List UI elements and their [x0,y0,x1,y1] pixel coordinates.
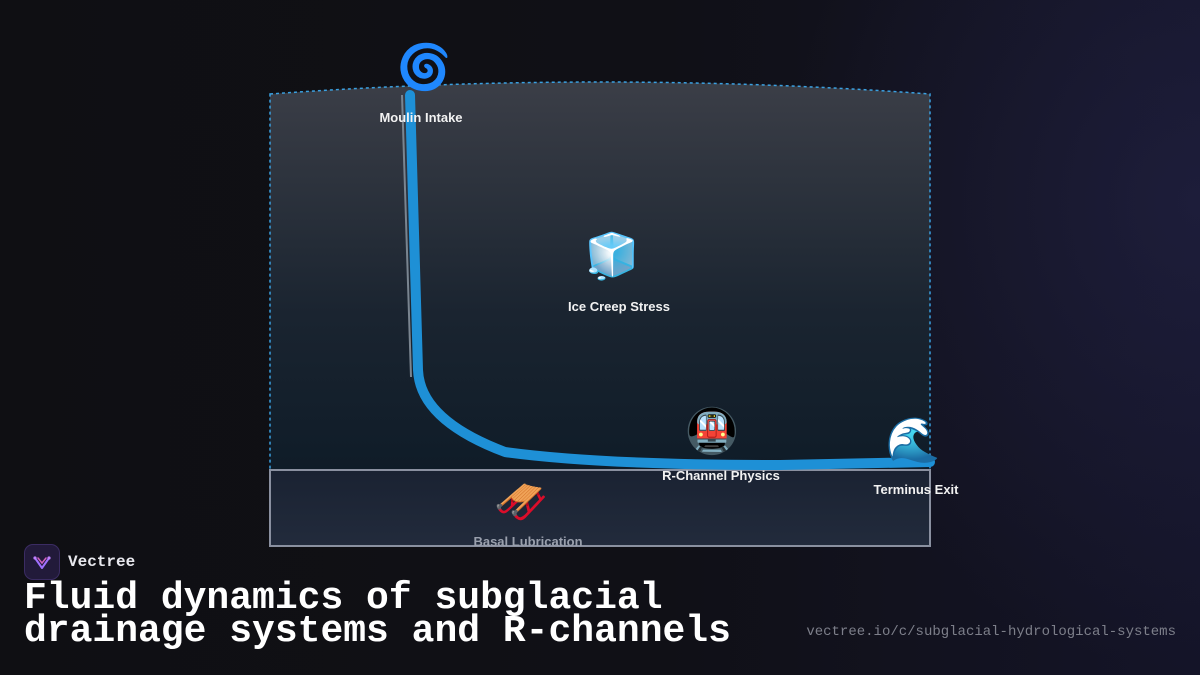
cyclone-icon: 🌀 [396,42,452,93]
terminus-exit-label: Terminus Exit [873,482,959,497]
source-url[interactable]: vectree.io/c/subglacial-hydrological-sys… [806,624,1176,640]
ice-cube-icon: 🧊 [584,231,640,282]
vectree-logo-icon [24,544,60,580]
page-title: Fluid dynamics of subglacial drainage sy… [24,577,731,653]
drainage-channel [405,90,935,470]
glacier-body [269,81,931,471]
ice-creep-stress-label: Ice Creep Stress [568,299,670,314]
bedrock-layer [269,469,931,547]
moulin-shaft-line [401,94,412,378]
metro-icon: 🚇 [684,406,740,457]
brand: Vectree [24,544,135,580]
moulin-intake-label: Moulin Intake [379,110,463,125]
sled-icon: 🛷 [493,477,549,528]
r-channel-physics-label: R-Channel Physics [662,468,780,483]
wave-icon: 🌊 [885,415,941,466]
basal-lubrication-label: Basal Lubrication [473,534,583,549]
brand-name: Vectree [68,553,136,571]
